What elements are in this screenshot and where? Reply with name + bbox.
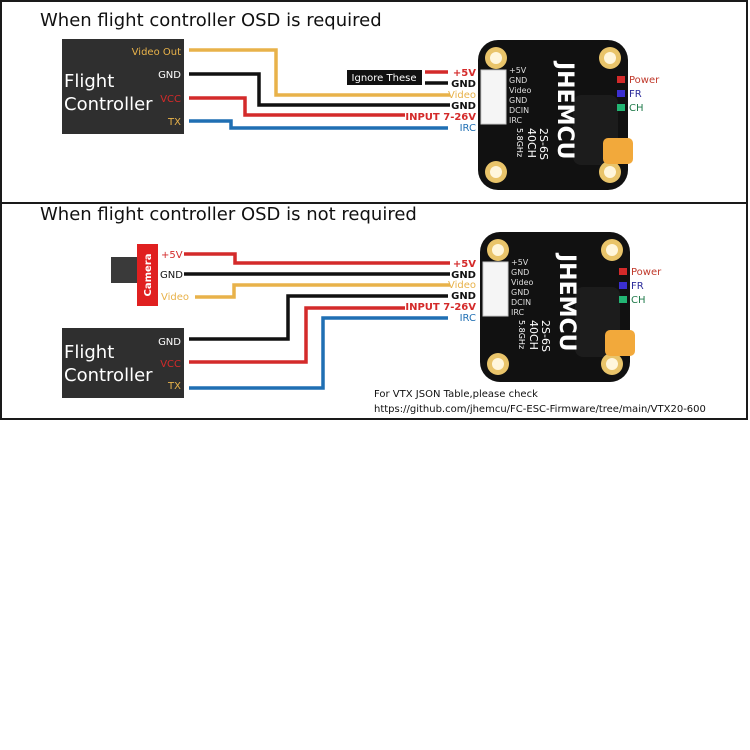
led-indicator-power: [619, 268, 627, 275]
mounting-hole-center: [604, 166, 616, 178]
silk-pin-label: IRC: [511, 308, 525, 317]
panel2-title: When flight controller OSD is not requir…: [40, 204, 417, 225]
note-line1: For VTX JSON Table,please check: [374, 389, 538, 400]
mounting-hole-center: [604, 52, 616, 64]
wire-video: [189, 48, 450, 97]
vtx-spec-channels: 40CH: [527, 320, 540, 350]
mounting-hole-center: [490, 166, 502, 178]
vtx2-pin-input: INPUT 7-26V: [405, 302, 476, 313]
silk-pin-label: +5V: [511, 258, 529, 267]
wire-tx: [189, 119, 448, 130]
led-label-ch: CH: [631, 295, 646, 306]
vtx2-pin-5v: +5V: [453, 259, 476, 270]
vtx2-pin-irc: IRC: [460, 313, 476, 324]
vtx-spec-channels: 40CH: [525, 128, 538, 158]
led-label-fr: FR: [631, 281, 644, 292]
vtx-spec-freq: 5.8GHz: [517, 320, 526, 349]
fc2-pin-gnd: GND: [158, 337, 181, 348]
silk-pin-label: Video: [511, 278, 534, 287]
wire-gnd: [189, 72, 450, 107]
vtx2-pin-gnd-b: GND: [451, 291, 476, 302]
vtx1-pin-irc: IRC: [460, 123, 476, 134]
silk-pin-label: IRC: [509, 116, 523, 125]
led-label-fr: FR: [629, 89, 642, 100]
silk-pin-label: GND: [511, 268, 529, 277]
ignore-these-badge: [347, 70, 422, 85]
fc-label-line2: Controller: [64, 94, 153, 115]
vtx-brand: JHEMCU: [552, 60, 577, 160]
silk-pin-label: DCIN: [511, 298, 531, 307]
fc-pin-tx: TX: [167, 117, 181, 128]
fc-label-line1: Flight: [64, 71, 114, 92]
fc2-label-line2: Controller: [64, 365, 153, 386]
vtx-connector: [482, 261, 509, 317]
vtx-spec-voltage: 2S-6S: [539, 320, 552, 352]
vtx1-pin-input: INPUT 7-26V: [405, 112, 476, 123]
note-url: https://github.com/jhemcu/FC-ESC-Firmwar…: [374, 404, 706, 415]
led-indicator-ch: [619, 296, 627, 303]
silk-pin-label: GND: [511, 288, 529, 297]
led-label-power: Power: [631, 267, 662, 278]
led-label-ch: CH: [629, 103, 644, 114]
fc-pin-vcc: VCC: [160, 94, 181, 105]
wire2-fc-tx: [189, 316, 448, 390]
fc-pin-gnd: GND: [158, 70, 181, 81]
camera-body: [137, 244, 158, 306]
wire2-video: [195, 283, 450, 299]
vtx1-pin-gnd-a: GND: [451, 79, 476, 90]
silk-pin-label: Video: [509, 86, 532, 95]
vtx1-pin-gnd-b: GND: [451, 101, 476, 112]
fc2-pin-vcc: VCC: [160, 359, 181, 370]
camera-pin-gnd: GND: [160, 270, 183, 281]
vtx2-pin-video: Video: [448, 280, 476, 291]
mounting-hole-center: [606, 244, 618, 256]
led-indicator-power: [617, 76, 625, 83]
camera-label: Camera: [143, 254, 154, 297]
mounting-hole-center: [492, 244, 504, 256]
ignore-these-label: Ignore These: [352, 73, 417, 84]
camera-pin-video: Video: [161, 292, 189, 303]
silk-pin-label: DCIN: [509, 106, 529, 115]
vtx2-pin-gnd-a: GND: [451, 270, 476, 281]
vtx-brand: JHEMCU: [554, 252, 579, 352]
fc2-label-line1: Flight: [64, 342, 114, 363]
vtx-button: [605, 330, 635, 356]
vtx1-pin-video: Video: [448, 90, 476, 101]
vtx-connector: [480, 69, 507, 125]
wire2-fc-gnd: [189, 294, 448, 341]
silk-pin-label: GND: [509, 76, 527, 85]
led-indicator-fr: [619, 282, 627, 289]
led-indicator-ch: [617, 104, 625, 111]
vtx-button: [603, 138, 633, 164]
wire-vcc: [189, 96, 405, 117]
vtx-spec-voltage: 2S-6S: [537, 128, 550, 160]
panel1-title: When flight controller OSD is required: [40, 10, 382, 31]
silk-pin-label: GND: [509, 96, 527, 105]
silk-pin-label: +5V: [509, 66, 527, 75]
camera-pin-5v: +5V: [161, 250, 183, 261]
mounting-hole-center: [490, 52, 502, 64]
vtx-spec-freq: 5.8GHz: [515, 128, 524, 157]
led-indicator-fr: [617, 90, 625, 97]
vtx1-pin-5v: +5V: [453, 68, 476, 79]
wire2-fc-vcc: [189, 306, 405, 364]
fc-pin-video-out: Video Out: [132, 47, 181, 58]
flight-controller-box-2: [62, 328, 184, 398]
led-label-power: Power: [629, 75, 660, 86]
mounting-hole-center: [492, 358, 504, 370]
wire2-5v: [184, 252, 450, 265]
mounting-hole-center: [606, 358, 618, 370]
camera-lens: [111, 257, 137, 283]
flight-controller-box: [62, 39, 184, 134]
fc2-pin-tx: TX: [167, 381, 181, 392]
